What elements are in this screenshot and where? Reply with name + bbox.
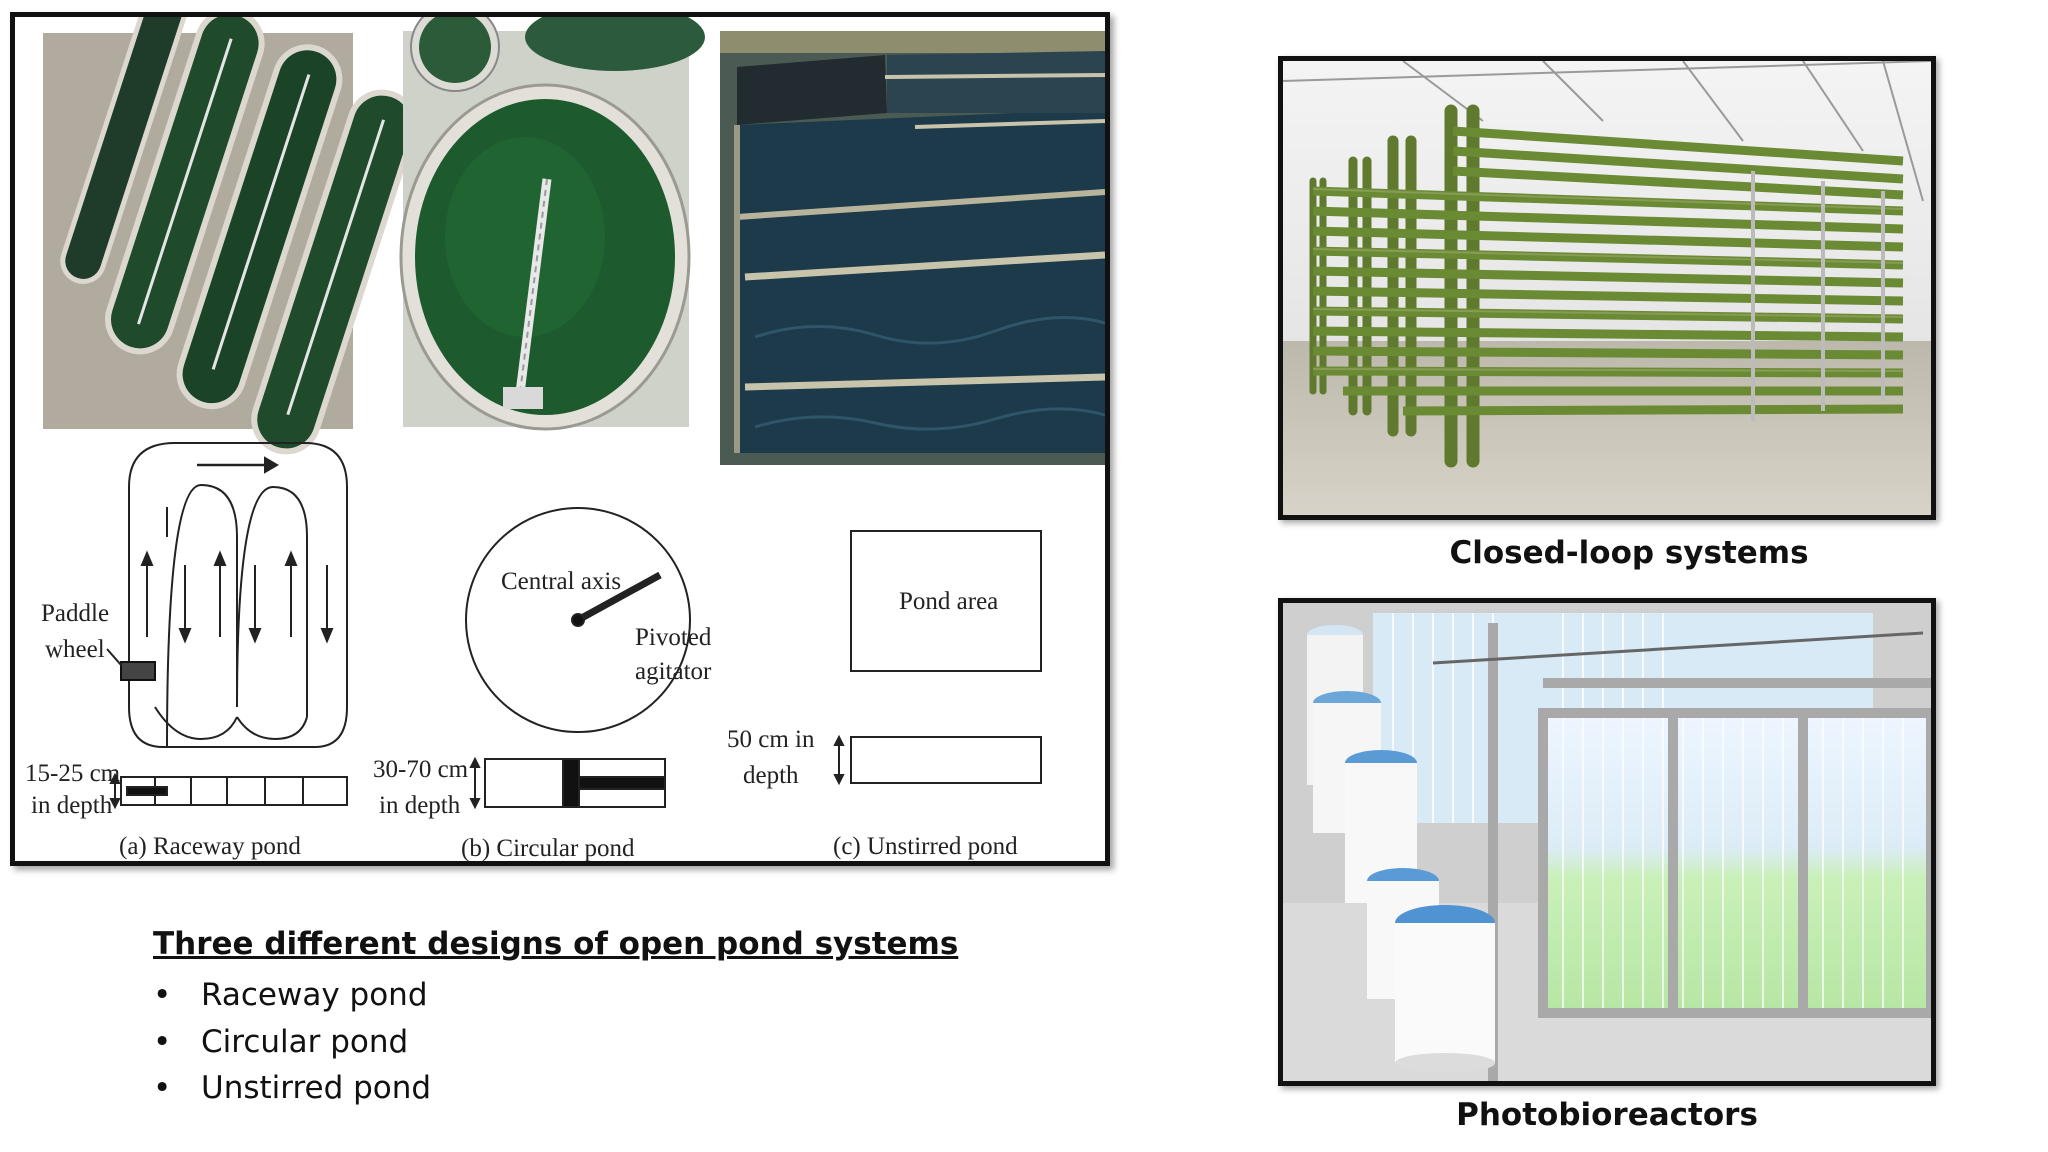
closed-loop-photo-svg xyxy=(1283,61,1931,515)
circular-pond-photo xyxy=(399,17,705,431)
list-item: • Circular pond xyxy=(153,1019,431,1066)
photobioreactor-caption: Photobioreactors xyxy=(1456,1097,1758,1133)
open-pond-figure: Paddle wheel 15-25 cm in depth (a) Racew… xyxy=(10,12,1110,866)
open-pond-list: • Raceway pond • Circular pond • Unstirred … xyxy=(153,972,431,1112)
raceway-pond-photo xyxy=(43,17,418,455)
unstirred-pond-caption: (c) Unstirred pond xyxy=(833,833,1018,860)
circular-depth-label-line2: in depth xyxy=(379,792,461,819)
pivoted-agitator-label-line1: Pivoted xyxy=(635,624,712,651)
unstirred-pond-photo xyxy=(720,31,1105,465)
bullet: • xyxy=(153,1023,172,1060)
raceway-depth-label-line1: 15-25 cm xyxy=(25,760,121,787)
barrels xyxy=(1307,625,1495,1073)
pivoted-agitator-label-line2: agitator xyxy=(635,658,712,685)
open-pond-figure-svg: Paddle wheel 15-25 cm in depth (a) Racew… xyxy=(25,17,1105,861)
central-axis-label: Central axis xyxy=(501,568,621,595)
bullet: • xyxy=(153,977,172,1013)
circular-pond-diagram xyxy=(465,507,691,810)
bullet: • xyxy=(153,1070,172,1106)
photobioreactor-photo-svg xyxy=(1283,603,1931,1081)
raceway-pond-diagram xyxy=(106,442,348,810)
circular-depth-label-line1: 30-70 cm xyxy=(373,756,469,783)
paddle-wheel-label-line2: wheel xyxy=(45,636,105,663)
circular-pond-caption: (b) Circular pond xyxy=(461,835,635,861)
raceway-depth-label-line2: in depth xyxy=(31,792,113,819)
list-item-label: Raceway pond xyxy=(201,977,428,1013)
list-item: • Unstirred pond xyxy=(153,1065,431,1112)
list-item-label: Unstirred pond xyxy=(201,1070,432,1106)
raceway-pond-caption: (a) Raceway pond xyxy=(119,833,301,860)
photobioreactor-photo xyxy=(1278,598,1936,1086)
open-pond-heading: Three different designs of open pond sys… xyxy=(153,926,959,962)
list-item: • Raceway pond xyxy=(153,972,431,1019)
unstirred-depth-label-line2: depth xyxy=(743,762,799,789)
unstirred-pond-diagram xyxy=(833,530,1042,786)
pond-area-label: Pond area xyxy=(899,588,998,615)
list-item-label: Circular pond xyxy=(201,1023,409,1060)
closed-loop-photo xyxy=(1278,56,1936,520)
unstirred-depth-label-line1: 50 cm in xyxy=(727,726,815,753)
paddle-wheel-label-line1: Paddle xyxy=(41,600,109,627)
closed-loop-caption: Closed-loop systems xyxy=(1449,535,1809,571)
